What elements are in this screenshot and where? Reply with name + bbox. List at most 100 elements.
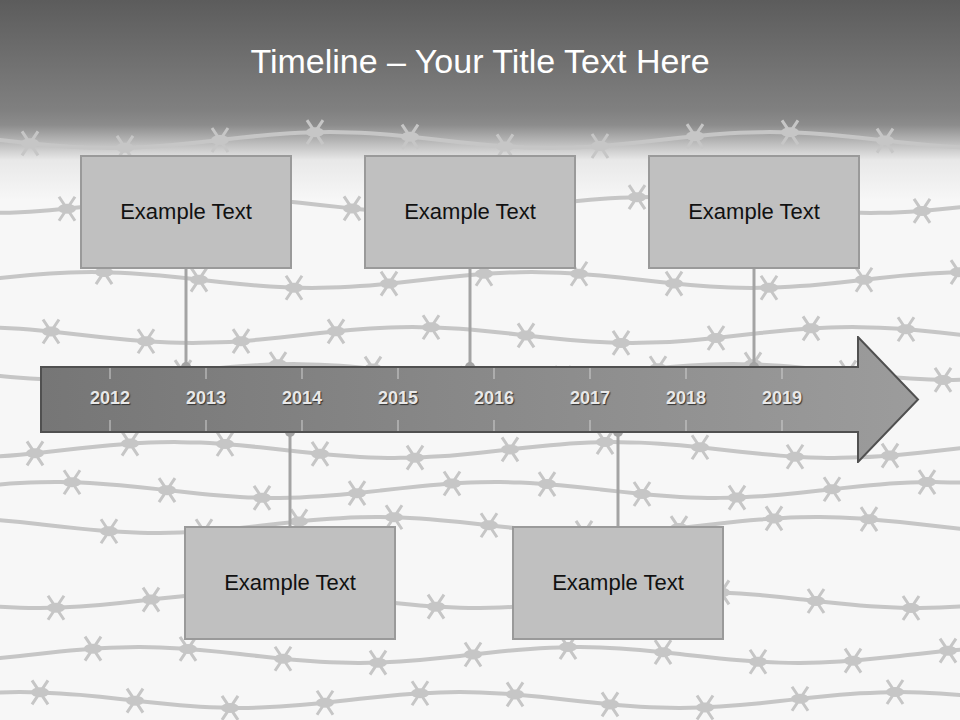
slide-title: Timeline – Your Title Text Here — [0, 42, 960, 81]
wire-barb — [887, 680, 903, 704]
wire-knot — [934, 375, 952, 385]
arrow-outline — [41, 337, 918, 462]
wire-knot — [221, 703, 239, 713]
wire-barb — [48, 596, 64, 620]
barbed-wire — [0, 647, 960, 663]
wire-knot — [475, 269, 493, 279]
wire-barb — [502, 437, 518, 461]
wire-barb — [602, 692, 618, 716]
wire-knot — [211, 135, 229, 145]
wire-barb — [349, 481, 365, 505]
wire-barb — [233, 329, 249, 353]
wire-barb — [370, 651, 386, 675]
wire-knot — [369, 658, 387, 668]
wire-knot — [385, 512, 403, 522]
year-label: 2013 — [186, 387, 226, 408]
wire-knot — [791, 694, 809, 704]
wire-knot — [601, 699, 619, 709]
wire-barb — [787, 445, 803, 469]
barbed-wire — [0, 132, 960, 148]
wire-barb — [729, 486, 745, 510]
wire-knot — [628, 192, 646, 202]
wire-barb — [307, 120, 323, 144]
wire-barb — [138, 329, 154, 353]
wire-barb — [761, 276, 777, 300]
wire-knot — [538, 479, 556, 489]
wire-barb — [191, 268, 207, 292]
wire-barb — [708, 326, 724, 350]
wire-barb — [64, 470, 80, 494]
event-box: Example Text — [184, 526, 396, 640]
wire-knot — [274, 654, 292, 664]
year-label: 2018 — [666, 387, 706, 408]
wire-barb — [914, 199, 930, 223]
wire-barb — [101, 519, 117, 543]
leader-line — [185, 269, 188, 367]
year-label: 2014 — [282, 387, 322, 408]
wire-knot — [232, 336, 250, 346]
wire-barb — [597, 430, 613, 454]
wire-barb — [159, 478, 175, 502]
wire-knot — [860, 514, 878, 524]
wire-barb — [692, 435, 708, 459]
year-label: 2012 — [90, 387, 130, 408]
wire-barb — [919, 470, 935, 494]
wire-knot — [216, 439, 234, 449]
wire-barb — [381, 272, 397, 296]
wire-knot — [517, 330, 535, 340]
barbed-wire — [0, 592, 960, 608]
wire-barb — [428, 595, 444, 619]
wire-knot — [316, 698, 334, 708]
wire-barb — [180, 637, 196, 661]
wire-knot — [480, 520, 498, 530]
leader-line — [469, 269, 472, 367]
wire-barb — [877, 129, 893, 153]
wire-knot — [343, 203, 361, 213]
wire-knot — [422, 322, 440, 332]
wire-knot — [290, 516, 308, 526]
wire-knot — [506, 689, 524, 699]
wire-barb — [782, 120, 798, 144]
wire-knot — [285, 283, 303, 293]
wire-knot — [311, 449, 329, 459]
wire-barb — [935, 368, 951, 392]
wire-knot — [63, 477, 81, 487]
wire-knot — [126, 696, 144, 706]
event-text: Example Text — [552, 570, 684, 596]
wire-knot — [306, 127, 324, 137]
event-text: Example Text — [224, 570, 356, 596]
wire-barb — [59, 197, 75, 221]
wire-knot — [633, 489, 651, 499]
barbed-wire — [0, 442, 960, 458]
event-box: Example Text — [512, 526, 724, 640]
wire-barb — [254, 486, 270, 510]
wire-knot — [116, 143, 134, 153]
wire-barb — [217, 432, 233, 456]
wire-barb — [539, 472, 555, 496]
year-label: 2015 — [378, 387, 418, 408]
wire-barb — [613, 331, 629, 355]
wire-knot — [902, 603, 920, 613]
wire-barb — [697, 695, 713, 719]
wire-knot — [47, 603, 65, 613]
wire-knot — [807, 596, 825, 606]
wire-knot — [100, 526, 118, 536]
wire-barb — [882, 444, 898, 468]
wire-barb — [212, 128, 228, 152]
wire-knot — [765, 513, 783, 523]
wire-barb — [766, 506, 782, 530]
wire-barb — [275, 647, 291, 671]
wire-barb — [481, 513, 497, 537]
wire-barb — [143, 588, 159, 612]
wire-knot — [443, 478, 461, 488]
wire-barb — [444, 471, 460, 495]
wire-knot — [406, 453, 424, 463]
wire-knot — [427, 602, 445, 612]
wire-knot — [918, 477, 936, 487]
event-text: Example Text — [688, 199, 820, 225]
wire-knot — [823, 484, 841, 494]
wire-knot — [897, 324, 915, 334]
wire-knot — [158, 485, 176, 495]
wire-barb — [792, 687, 808, 711]
wire-knot — [749, 657, 767, 667]
